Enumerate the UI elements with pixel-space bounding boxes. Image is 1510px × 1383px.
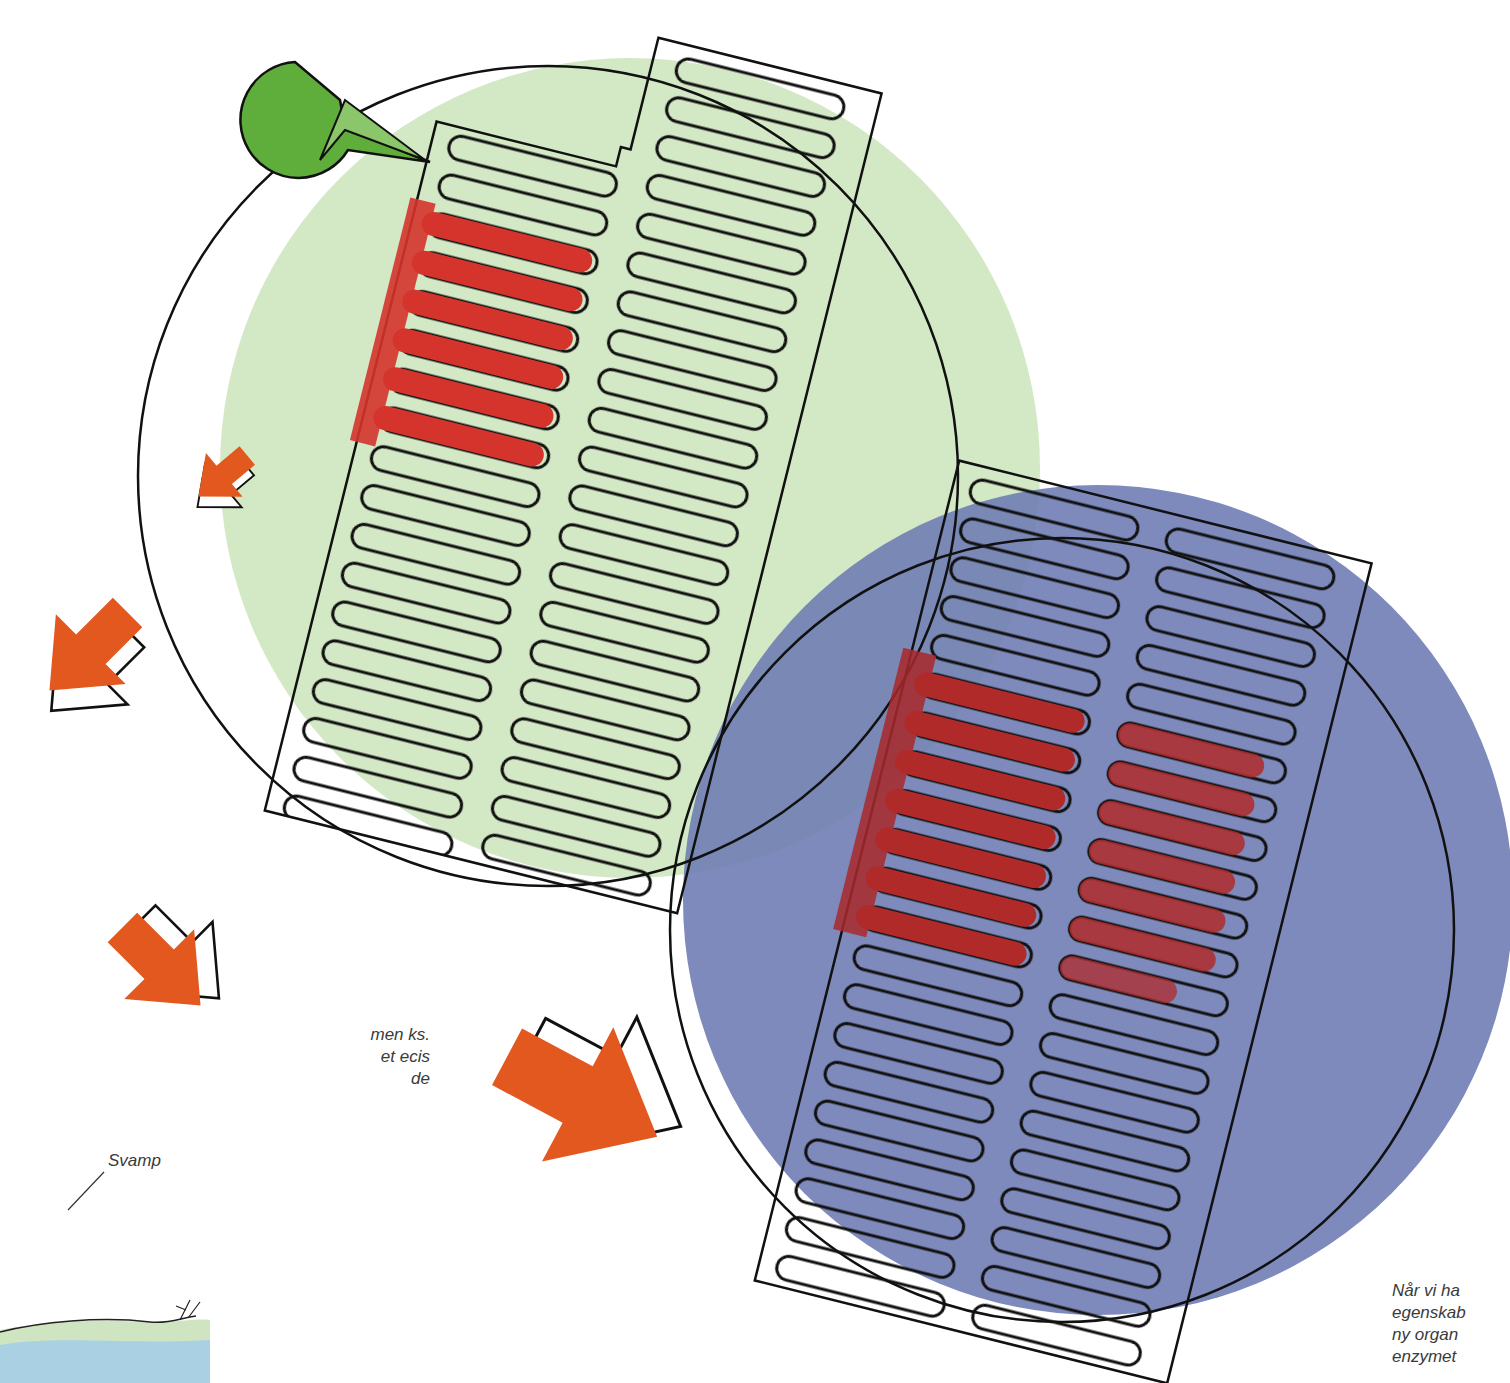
sprout-sketch bbox=[176, 1300, 200, 1320]
arrow-symbol bbox=[174, 434, 270, 529]
leader-line bbox=[68, 1172, 104, 1210]
arrow-symbol bbox=[5, 577, 173, 745]
dna-strip bbox=[746, 458, 1372, 1383]
part-label: Svamp bbox=[108, 1150, 228, 1172]
arrow-symbol bbox=[87, 880, 253, 1046]
caption-fragment: Når vi ha egenskab ny organ enzymet bbox=[1392, 1280, 1474, 1368]
caption-fragment: men ks. et ecis de bbox=[370, 1024, 430, 1090]
ground-line bbox=[0, 1316, 196, 1332]
water-sketch bbox=[0, 1340, 210, 1383]
arrow-symbol bbox=[471, 972, 716, 1211]
ground-sketch bbox=[0, 1320, 210, 1383]
enzyme-symbol bbox=[240, 62, 430, 178]
